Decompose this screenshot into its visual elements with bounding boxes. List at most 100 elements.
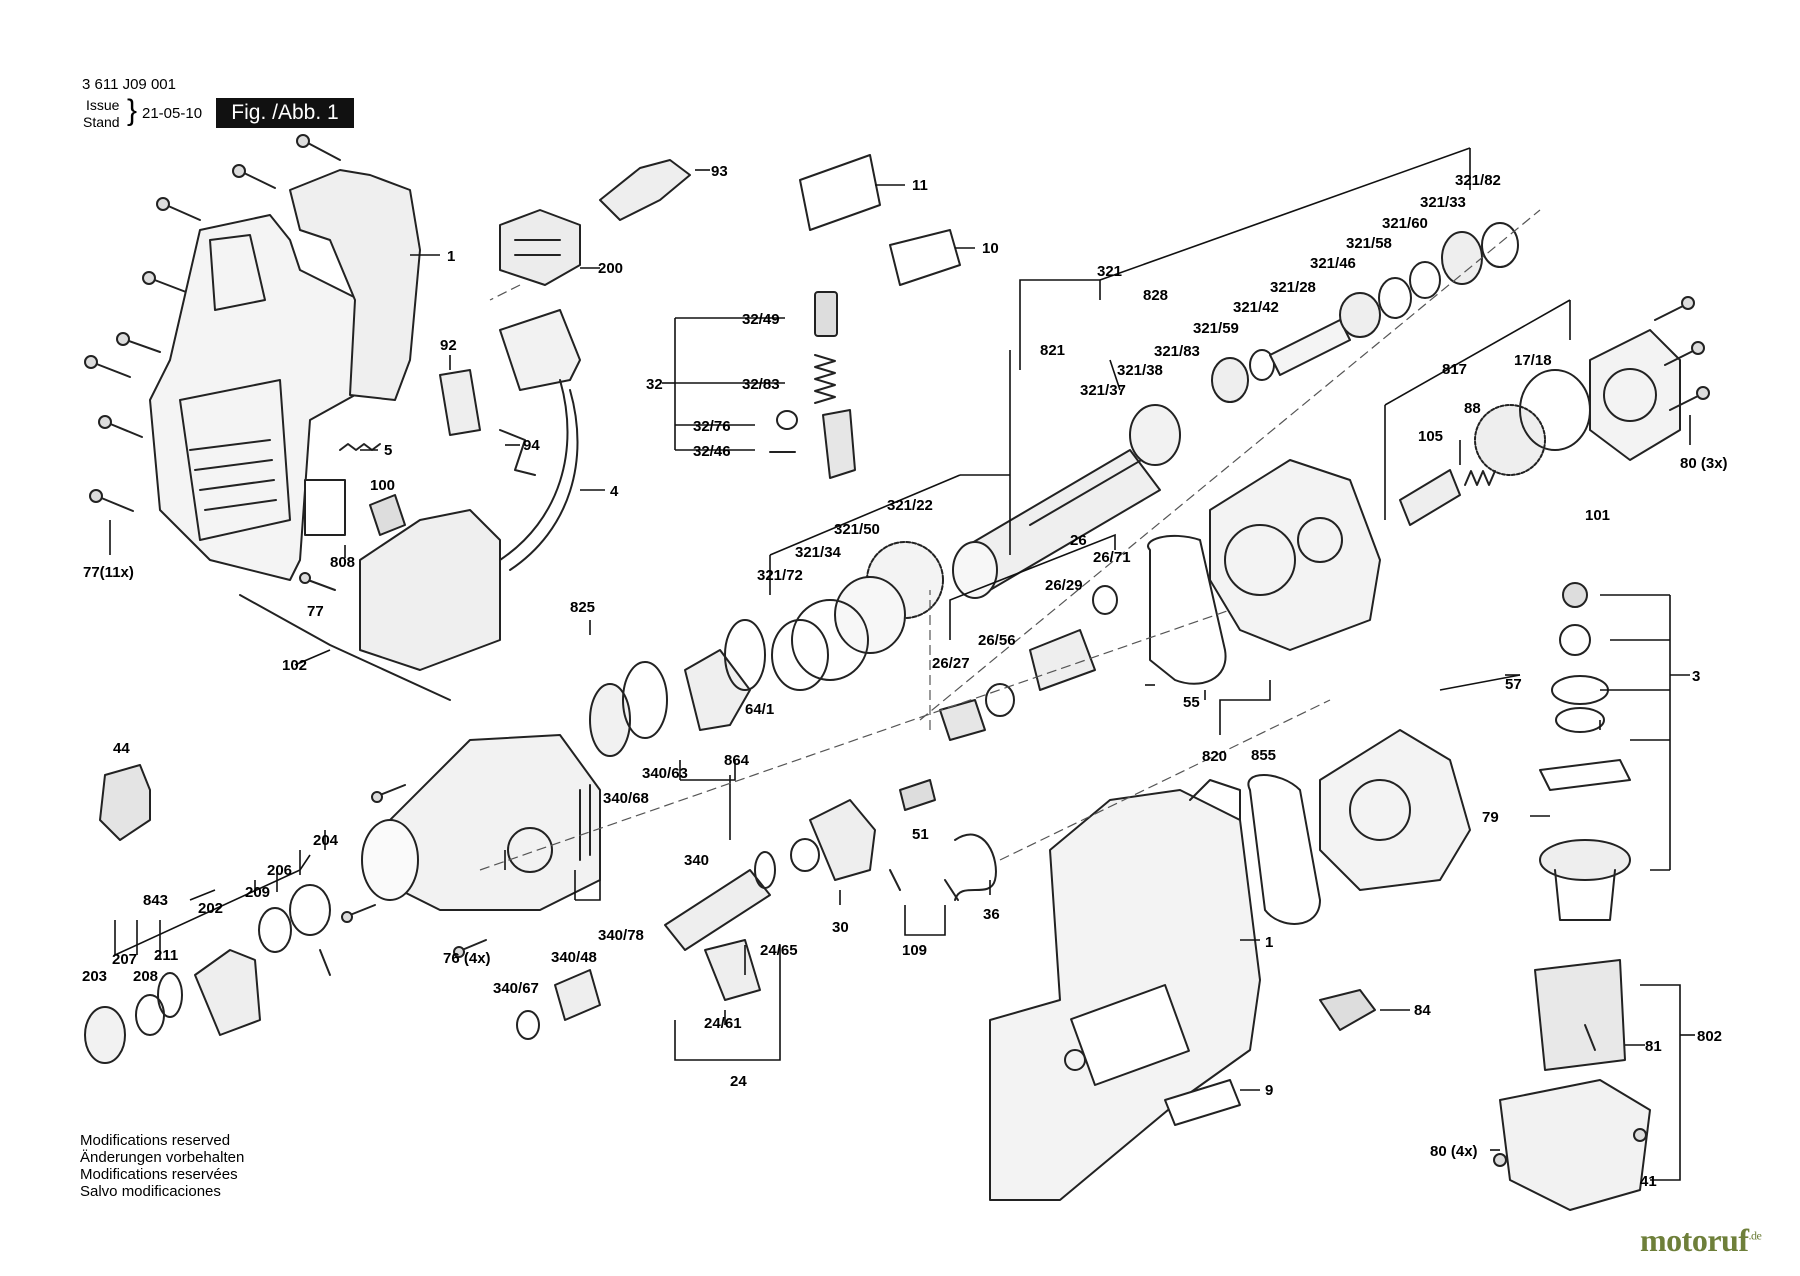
callout-24-61: 24/61 (704, 1015, 742, 1032)
callout-321-28: 321/28 (1270, 279, 1316, 296)
intermediate-shaft-icon (664, 869, 771, 951)
brand-name: motoruf (1640, 1222, 1749, 1258)
housing-shell-left-icon (149, 169, 421, 581)
callout-808: 808 (330, 554, 355, 571)
screw-set-right-icon (1654, 296, 1710, 411)
callout-64-1: 64/1 (745, 701, 774, 718)
note-line: Modifications reserved (80, 1132, 231, 1149)
stand-label: Stand (83, 114, 120, 130)
callout-10: 10 (982, 240, 999, 257)
callout-1-bottom: 1 (1265, 934, 1273, 951)
front-housing-icon (361, 734, 601, 911)
main-housing-icon (989, 779, 1261, 1201)
callout-340-67: 340/67 (493, 980, 539, 997)
callout-4: 4 (610, 483, 619, 500)
callout-labels: 93 11 10 1 200 92 5 94 100 4 808 77 77(1… (82, 163, 1728, 1190)
callout-843: 843 (143, 892, 168, 909)
callout-76-4x: 76 (4x) (443, 950, 491, 967)
callout-340-68: 340/68 (603, 790, 649, 807)
screw-set-icon (84, 134, 341, 591)
callout-32-49: 32/49 (742, 311, 780, 328)
label-plate-10-icon (889, 229, 961, 286)
callout-202: 202 (198, 900, 223, 917)
motor-housing-icon (1499, 1079, 1651, 1211)
callout-1-top: 1 (447, 248, 455, 265)
callout-340-63: 340/63 (642, 765, 688, 782)
callout-821: 821 (1040, 342, 1065, 359)
callout-321-37: 321/37 (1080, 382, 1126, 399)
part-number: 3 611 J09 001 (82, 76, 176, 93)
callout-321-72: 321/72 (757, 567, 803, 584)
callout-200: 200 (598, 260, 623, 277)
callout-57: 57 (1505, 676, 1522, 693)
callout-36: 36 (983, 906, 1000, 923)
callout-93: 93 (711, 163, 728, 180)
callout-820: 820 (1202, 748, 1227, 765)
carbon-brush-set-icon (769, 291, 856, 479)
callout-3: 3 (1692, 668, 1700, 685)
callout-855: 855 (1251, 747, 1276, 764)
callout-55: 55 (1183, 694, 1200, 711)
callout-41: 41 (1640, 1173, 1657, 1190)
note-line: Salvo modificaciones (80, 1183, 221, 1200)
brand-suffix: .de (1748, 1228, 1762, 1243)
note-line: Modifications reservées (80, 1166, 238, 1183)
callout-26-27: 26/27 (932, 655, 970, 672)
callout-321-59: 321/59 (1193, 320, 1239, 337)
label-plate-11-icon (799, 154, 881, 231)
callout-11: 11 (912, 177, 928, 194)
callout-321: 321 (1097, 263, 1122, 280)
callout-321-82: 321/82 (1455, 172, 1501, 189)
callout-207: 207 (112, 951, 137, 968)
callout-206: 206 (267, 862, 292, 879)
spring-clip-icon (954, 833, 997, 901)
callout-77-11x: 77(11x) (83, 564, 134, 581)
callout-81: 81 (1645, 1038, 1662, 1055)
callout-340-78: 340/78 (598, 927, 644, 944)
callout-30: 30 (832, 919, 849, 936)
stator-icon (1534, 959, 1626, 1071)
callout-24: 24 (730, 1073, 747, 1090)
callout-24-65: 24/65 (760, 942, 798, 959)
callout-26: 26 (1070, 532, 1087, 549)
gasket-icon (1147, 534, 1227, 685)
callout-26-71: 26/71 (1093, 549, 1131, 566)
rubber-bumper-icon (499, 209, 581, 286)
callout-32-76: 32/76 (693, 418, 731, 435)
callout-51: 51 (912, 826, 929, 843)
switch-plate-icon (439, 369, 481, 436)
callout-208: 208 (133, 968, 158, 985)
callout-88: 88 (1464, 400, 1481, 417)
brace-icon: } (127, 94, 138, 127)
bevel-gear-icon (1474, 404, 1546, 476)
callout-321-38: 321/38 (1117, 362, 1163, 379)
callout-100: 100 (370, 477, 395, 494)
callout-94: 94 (523, 437, 540, 454)
callout-340: 340 (684, 852, 709, 869)
issue-label: Issue (86, 97, 120, 113)
wire-clip-icon (499, 429, 536, 476)
callout-321-50: 321/50 (834, 521, 880, 538)
callout-84: 84 (1414, 1002, 1431, 1019)
callout-44: 44 (113, 740, 130, 757)
callout-102: 102 (282, 657, 307, 674)
callout-101: 101 (1585, 507, 1610, 524)
callout-32-46: 32/46 (693, 443, 731, 460)
axis-lines (479, 209, 1541, 871)
callout-211: 211 (154, 947, 178, 964)
callout-32-83: 32/83 (742, 376, 780, 393)
callout-26-29: 26/29 (1045, 577, 1083, 594)
callout-77: 77 (307, 603, 324, 620)
callout-321-60: 321/60 (1382, 215, 1428, 232)
chuck-parts-icon (84, 884, 331, 1064)
direction-switch-icon (1319, 989, 1376, 1031)
callout-864: 864 (724, 752, 750, 769)
issue-date: 21-05-10 (142, 105, 203, 122)
callout-92: 92 (440, 337, 457, 354)
callout-204: 204 (313, 832, 339, 849)
callout-321-58: 321/58 (1346, 235, 1392, 252)
callout-802: 802 (1697, 1028, 1722, 1045)
changeover-gear-icon (809, 799, 876, 881)
battery-module-icon (359, 509, 501, 671)
